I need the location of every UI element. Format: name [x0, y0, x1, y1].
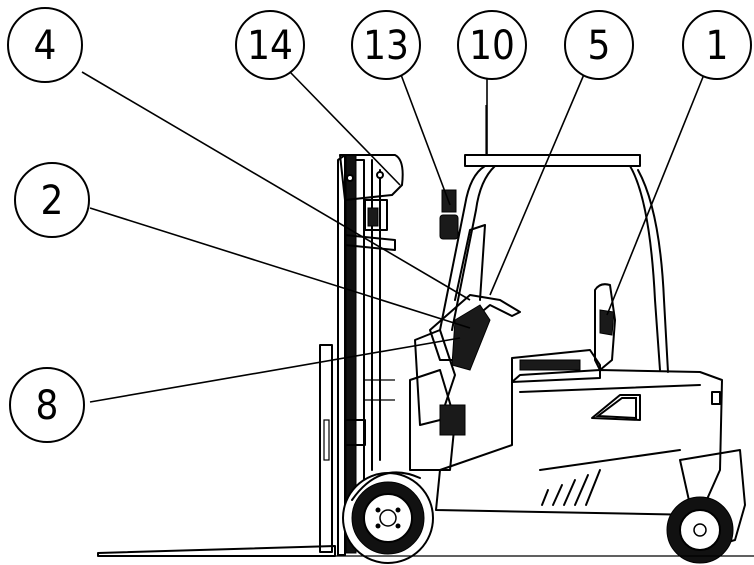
front-wheel — [342, 471, 434, 564]
callout-8: 8 — [9, 367, 85, 443]
callout-label: 8 — [36, 383, 59, 429]
callout-4: 4 — [7, 7, 83, 83]
leader-2 — [89, 207, 471, 329]
warning-lamp — [439, 189, 459, 240]
leader-4 — [81, 71, 471, 301]
callout-label: 1 — [706, 23, 729, 69]
overhead-guard — [439, 105, 669, 373]
leader-1 — [606, 71, 706, 316]
leader-5 — [489, 71, 586, 296]
callout-label: 4 — [34, 23, 57, 69]
leader-8 — [89, 337, 461, 403]
leader-14 — [289, 71, 401, 186]
seat — [511, 283, 616, 383]
leader-13 — [399, 71, 451, 206]
callout-label: 14 — [247, 23, 293, 69]
callout-2: 2 — [14, 162, 90, 238]
callout-13: 13 — [351, 10, 421, 80]
callout-5: 5 — [564, 10, 634, 80]
forks — [97, 344, 336, 557]
callout-label: 10 — [469, 23, 515, 69]
steering-column — [409, 224, 521, 471]
callout-14: 14 — [235, 10, 305, 80]
leader-lines — [81, 71, 706, 403]
callout-label: 13 — [363, 23, 409, 69]
vent-slots — [541, 469, 601, 506]
truck-body — [435, 369, 746, 551]
mast — [337, 154, 404, 556]
callout-10: 10 — [457, 10, 527, 80]
callout-label: 5 — [588, 23, 611, 69]
callout-label: 2 — [41, 178, 64, 224]
rear-wheel — [666, 496, 734, 564]
forklift-illustration — [97, 105, 754, 564]
callout-1: 1 — [682, 10, 752, 80]
